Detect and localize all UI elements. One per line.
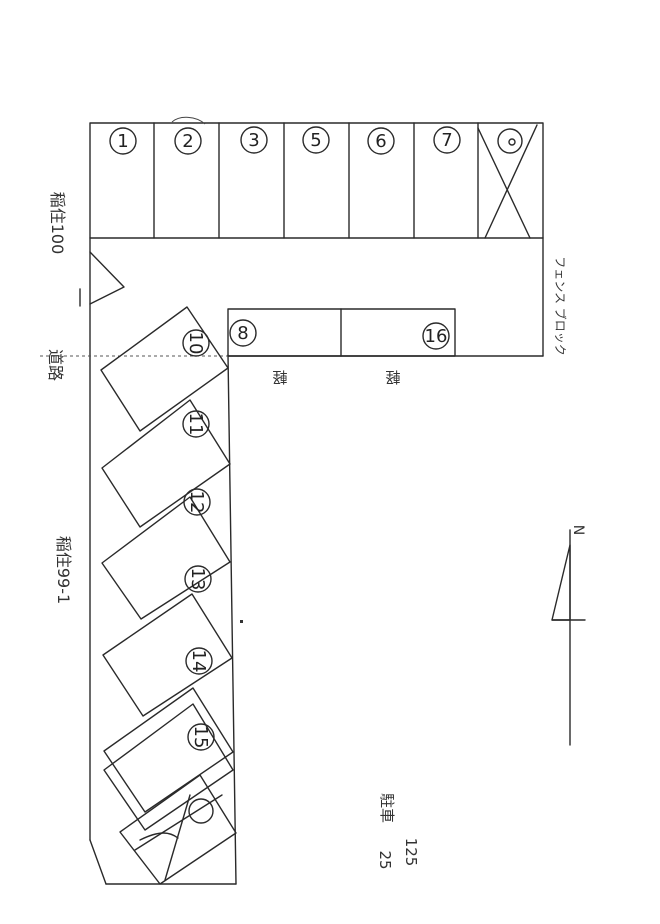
space-marker: 6 [367, 127, 395, 155]
space-marker: 10 [182, 329, 210, 357]
middle-row: 8 16 軽 軽 [227, 308, 456, 386]
space-number: 12 [186, 491, 207, 514]
angled-spaces [100, 306, 237, 885]
cross-line-c [134, 794, 223, 851]
space-number: 1 [117, 131, 128, 152]
top-row-numbers: 1 2 3 5 6 7 [109, 116, 461, 155]
cross-line-b [484, 124, 538, 239]
space-marker: 16 [422, 322, 450, 350]
cross-line-a [477, 127, 531, 239]
space-blank-marker [497, 128, 523, 154]
space-marker: 1 [109, 127, 137, 155]
fence-label: フェンス ブロック [553, 256, 568, 356]
lot-annotation: 駐車 125 25 [376, 793, 420, 870]
space-number: 16 [425, 326, 448, 347]
space-number: 13 [187, 568, 208, 591]
lot-chars: 駐車 [378, 793, 396, 823]
entrance-arrow [89, 251, 125, 305]
space-number: 7 [441, 130, 452, 151]
road-label: 道路 [46, 349, 65, 381]
north-arrow: N [551, 525, 586, 746]
space-number: 2 [182, 131, 193, 152]
north-label: N [570, 525, 586, 535]
space-number: 6 [375, 131, 386, 152]
lot-code: 125 [402, 838, 420, 867]
top-row [89, 122, 544, 239]
space-number: 10 [185, 332, 206, 355]
lot-code-2: 25 [376, 850, 394, 869]
space-number: 11 [185, 413, 206, 436]
space-marker: 7 [433, 126, 461, 154]
space-blank-marker [188, 798, 214, 824]
space-marker: 14 [185, 647, 213, 675]
space-marker: 3 [240, 126, 268, 154]
space-number: 15 [190, 726, 211, 749]
space-marker: 5 [302, 126, 330, 154]
space-number: 5 [310, 130, 321, 151]
space-number: 3 [248, 130, 259, 151]
space-number: 8 [237, 323, 248, 344]
space-marker: 11 [182, 410, 210, 438]
space-number: 14 [188, 650, 209, 673]
kei-car-label: 軽 [385, 368, 400, 386]
space-marker: 15 [187, 723, 215, 751]
neighbor-label-99-1: 稲住99-1 [54, 536, 73, 604]
angled-numbers: 10 11 12 13 14 15 [182, 329, 215, 751]
space-marker: 13 [184, 565, 212, 593]
space-marker: 12 [183, 488, 211, 516]
neighbor-label-100: 稲住100 [48, 192, 67, 255]
space-marker: 2 [171, 116, 206, 155]
space-marker: 8 [229, 319, 257, 347]
kei-car-label: 軽 [272, 368, 287, 386]
